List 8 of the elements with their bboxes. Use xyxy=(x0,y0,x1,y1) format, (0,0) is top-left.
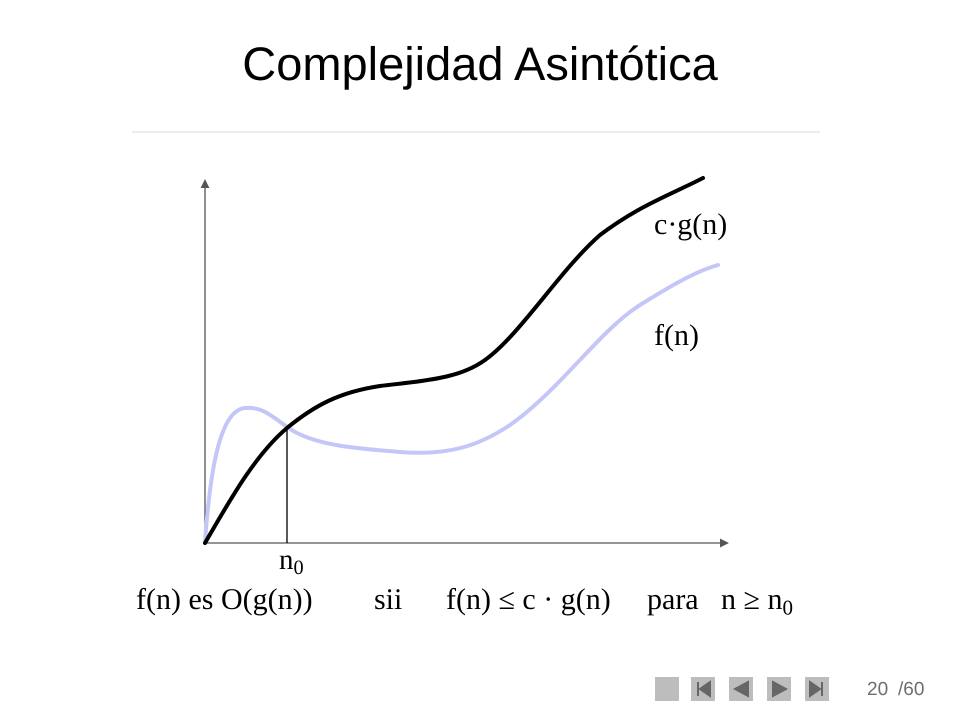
page-number: 20 xyxy=(867,680,888,699)
formula-text: f(n) es O(g(n)) xyxy=(136,585,313,615)
formula-text: para xyxy=(647,585,699,615)
formula-text: f(n) ≤ c · g(n) xyxy=(446,585,611,615)
page-total: /60 xyxy=(898,680,924,699)
axis-label: n$_{0}$ xyxy=(279,546,304,575)
formula-text: sii xyxy=(374,585,402,615)
formula-text: n ≥ n$_{0}$ xyxy=(721,585,793,615)
